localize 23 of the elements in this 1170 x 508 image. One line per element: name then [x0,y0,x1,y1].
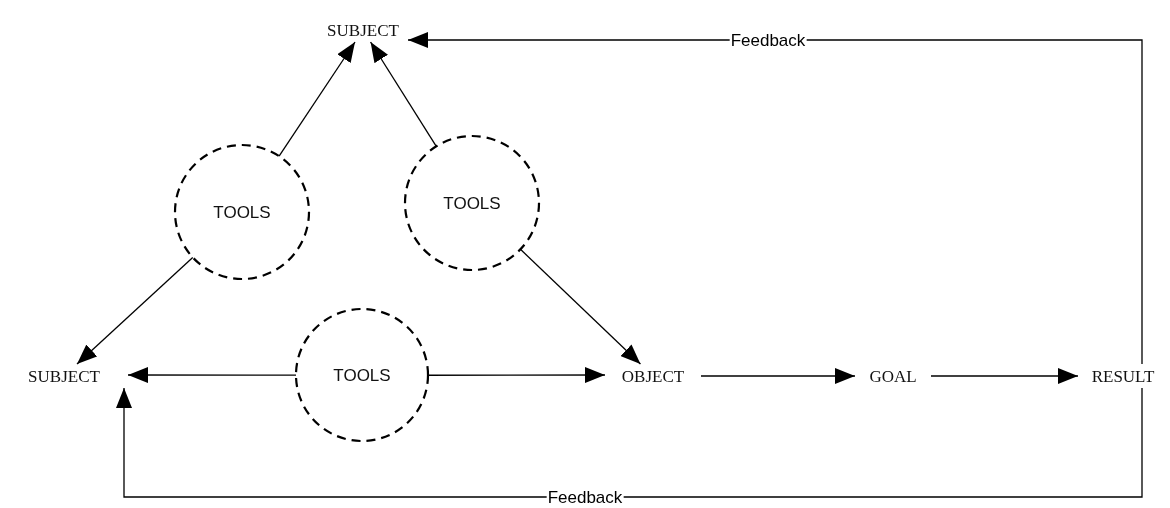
node-label: SUBJECT [327,21,399,39]
edge-label: Feedback [729,31,807,49]
arrow [427,367,606,384]
tools-label: TOOLS [331,366,393,384]
dashed-circle [173,143,311,281]
arrow [369,41,437,147]
edge-label: Feedback [546,488,624,506]
arrow [76,256,194,365]
dashed-circle [294,307,430,443]
node-label: GOAL [869,367,917,385]
dashed-circle [403,134,541,272]
tools-label: TOOLS [213,203,271,221]
arrow [407,32,1143,365]
tools-label: TOOLS [443,194,501,212]
node-label: OBJECT [621,367,685,385]
arrow [519,248,642,365]
arrow [700,368,856,384]
arrow [278,41,356,157]
node-label: SUBJECT [28,367,100,385]
arrow [127,367,297,384]
arrow [930,368,1079,384]
arrow [116,387,1143,498]
node-label: RESULT [1091,367,1155,385]
